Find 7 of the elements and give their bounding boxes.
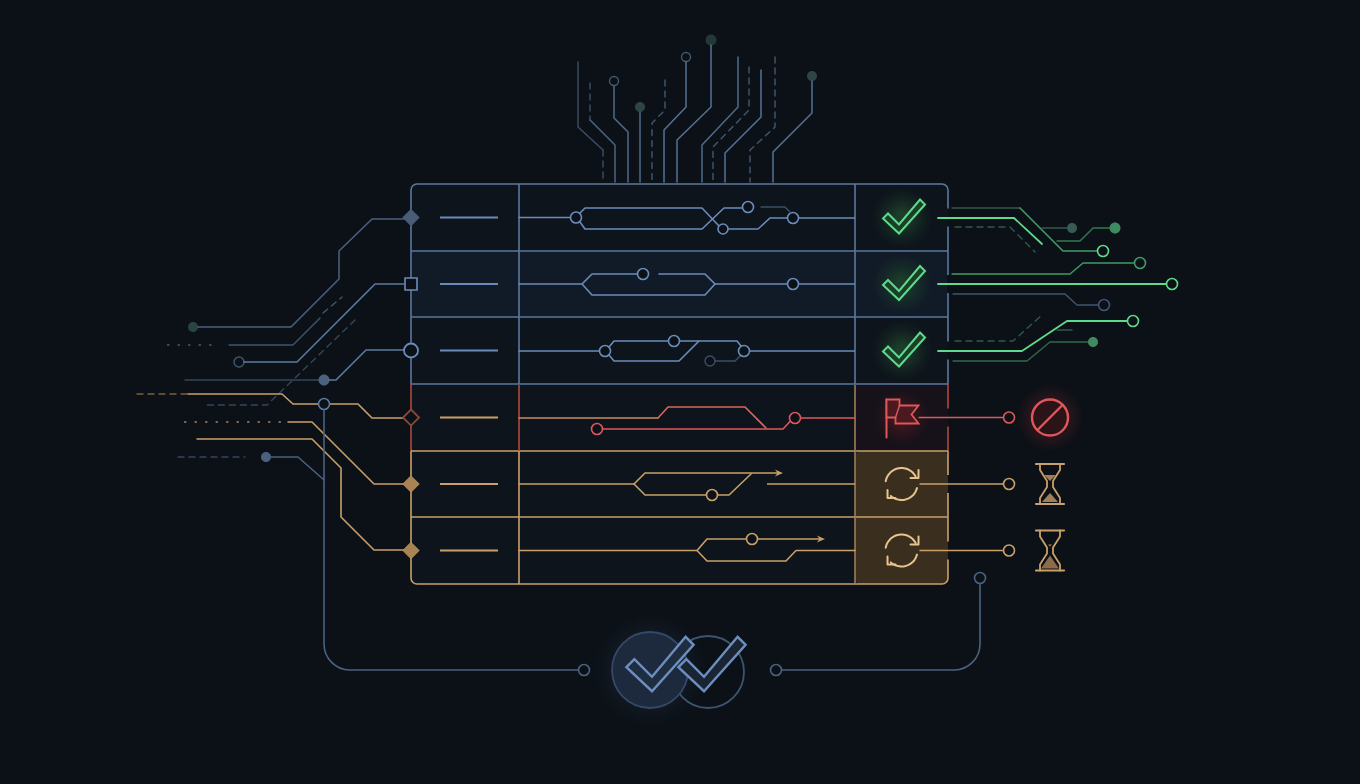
table-frame	[410, 183, 949, 585]
refresh-icon	[884, 467, 920, 501]
connector-line	[918, 483, 1005, 485]
connector-line	[918, 549, 1005, 552]
flag-icon	[885, 398, 921, 439]
connector-line	[917, 416, 1005, 419]
refresh-icon	[884, 533, 920, 568]
